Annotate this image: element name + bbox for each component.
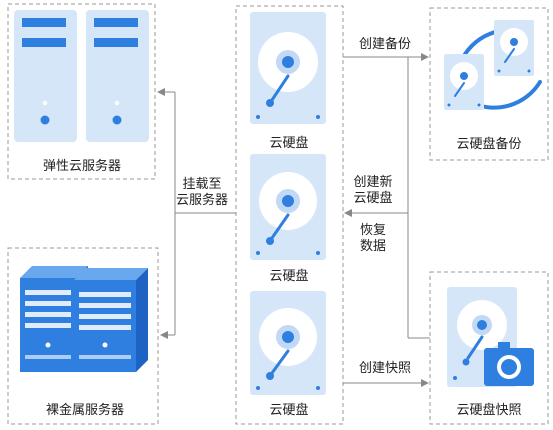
- disk-frame: [235, 5, 344, 425]
- ecs-server-icon: [86, 10, 149, 142]
- disk-label: 云硬盘: [269, 135, 308, 151]
- disk-label: 云硬盘: [269, 268, 308, 284]
- create-new-label: 创建新: [353, 174, 392, 190]
- ecs-label: 弹性云服务器: [43, 158, 121, 174]
- disk-icon: [250, 12, 326, 124]
- attach-label: 云服务器: [176, 192, 228, 208]
- backup-label: 云硬盘备份: [456, 136, 521, 152]
- disk-icon: [250, 154, 326, 260]
- snapshot-frame: [429, 271, 549, 425]
- camera-icon: [484, 342, 534, 386]
- bms-server-icon: [74, 268, 148, 372]
- create-snapshot-label: 创建快照: [359, 361, 411, 376]
- attach-connector: [157, 88, 236, 339]
- restore-label: 数据: [360, 239, 386, 254]
- attach-label: 挂载至: [182, 177, 221, 192]
- snapshot-label: 云硬盘快照: [456, 402, 521, 418]
- create-new-connector: [344, 57, 430, 339]
- disk-label: 云硬盘: [269, 402, 308, 418]
- backup-icon: [444, 20, 542, 110]
- backup-frame: [429, 7, 549, 161]
- ecs-server-icon: [14, 10, 77, 142]
- bms-label: 裸金属服务器: [46, 402, 124, 418]
- ecs-frame: [7, 3, 156, 180]
- restore-label: 恢复: [360, 223, 386, 238]
- bms-frame: [7, 247, 159, 425]
- create-new-label: 云硬盘: [353, 190, 392, 206]
- create-backup-label: 创建备份: [359, 36, 411, 52]
- disk-icon: [250, 291, 326, 395]
